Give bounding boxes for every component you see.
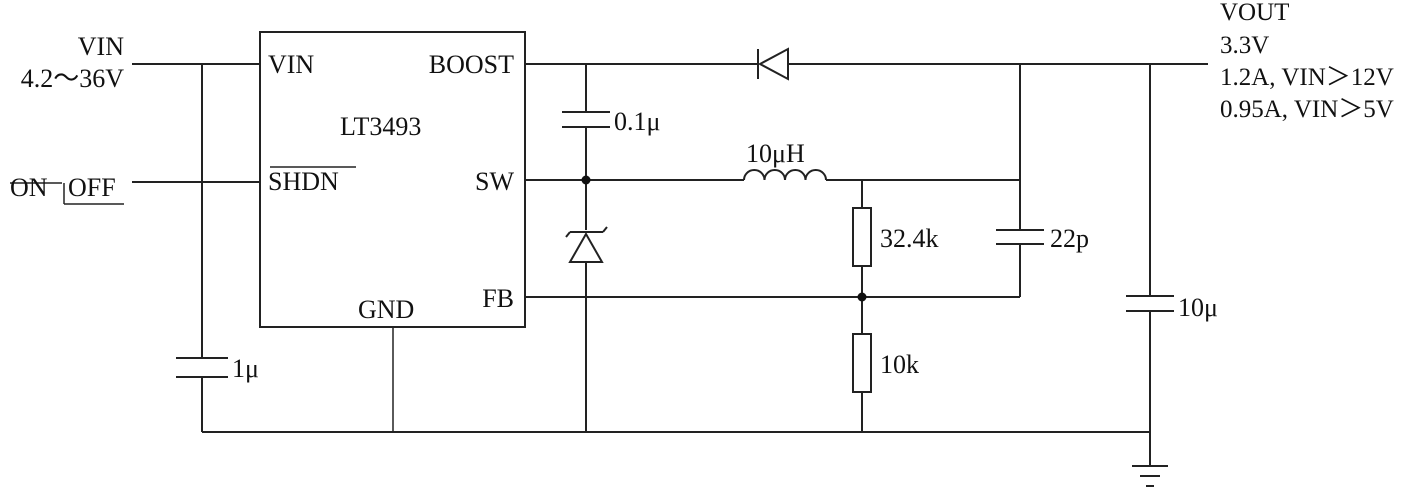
vout-spec-1: 1.2A, VIN＞12V (1220, 64, 1394, 91)
resistor-top (852, 207, 872, 267)
vout-label: VOUT (1220, 0, 1289, 26)
resistor-bottom (852, 333, 872, 393)
ic-pin-gnd: GND (358, 295, 414, 324)
input-capacitor (176, 357, 228, 378)
ground-icon (1132, 465, 1168, 487)
boost-capacitor-value: 0.1μ (614, 107, 660, 136)
junction-dot-fb (857, 292, 867, 302)
vout-voltage: 3.3V (1220, 32, 1269, 59)
catch-diode (565, 226, 608, 263)
junction-dot-sw (581, 175, 591, 185)
ic-pin-boost: BOOST (429, 50, 514, 79)
ic-pin-shdn: SHDN (268, 167, 339, 196)
feedforward-capacitor-value: 22p (1050, 224, 1089, 253)
ic-name: LT3493 (340, 112, 421, 141)
inductor (743, 169, 827, 181)
off-label: OFF (68, 173, 116, 202)
vout-spec-2: 0.95A, VIN＞5V (1220, 96, 1394, 123)
wires (132, 63, 1208, 466)
on-off-switch-symbol (10, 182, 124, 205)
boost-diode (757, 47, 789, 81)
on-label: ON (10, 173, 48, 202)
vin-range-label: 4.2～36V (21, 64, 125, 93)
ic-body (259, 31, 526, 328)
inductor-value: 10μH (746, 139, 805, 168)
ic-pin-fb: FB (482, 284, 514, 313)
ic-pin-vin: VIN (268, 50, 314, 79)
input-capacitor-value: 1μ (232, 354, 259, 383)
output-capacitor-value: 10μ (1178, 293, 1218, 322)
ic-pin-sw: SW (475, 167, 514, 196)
vin-label: VIN (78, 32, 124, 61)
resistor-top-value: 32.4k (880, 224, 939, 253)
output-capacitor (1126, 295, 1174, 312)
resistor-bottom-value: 10k (880, 350, 919, 379)
feedforward-capacitor (996, 229, 1044, 245)
boost-capacitor (562, 111, 610, 128)
